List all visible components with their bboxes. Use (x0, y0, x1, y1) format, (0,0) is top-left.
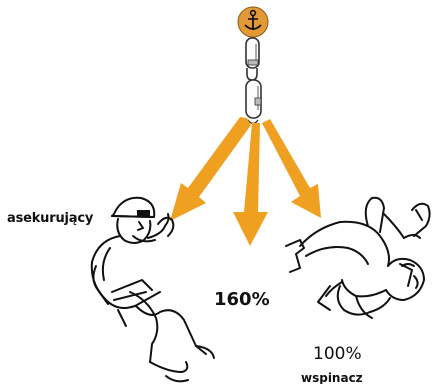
arrow-left (170, 117, 251, 221)
belayer-label: asekurujący (7, 211, 93, 226)
center-force-percent: 160% (214, 289, 270, 310)
anchor-icon (238, 7, 268, 37)
lower-carabiner-icon (246, 80, 261, 124)
climber-label: wspinacz (301, 371, 363, 384)
climber-force-percent: 100% (313, 344, 362, 364)
belayer-figure (92, 198, 214, 382)
carabiner-icon (246, 38, 259, 80)
climber-figure (286, 198, 430, 318)
arrow-right (262, 119, 321, 218)
